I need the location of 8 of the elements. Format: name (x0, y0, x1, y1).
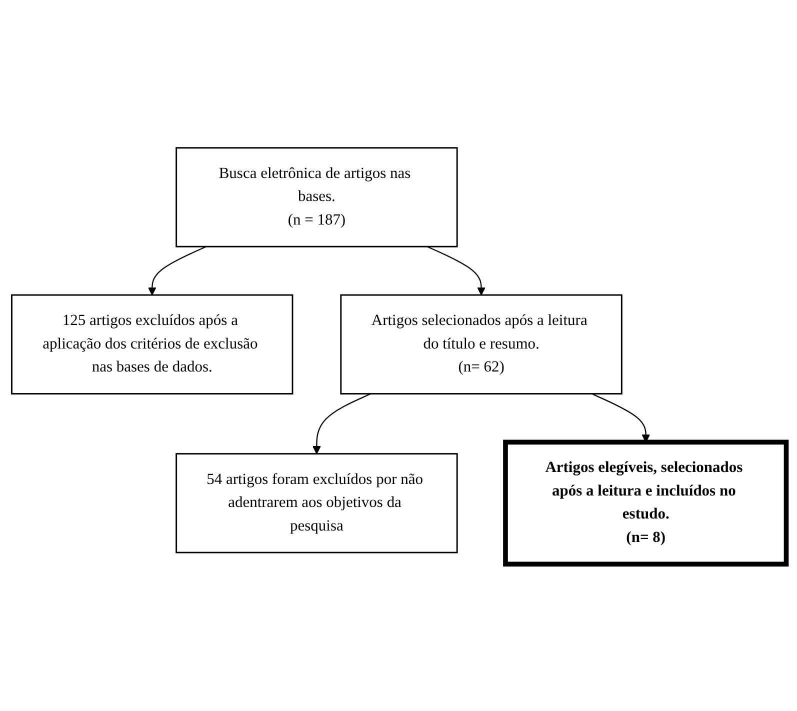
arrow (147, 246, 206, 295)
node-box: Artigos selecionados após a leitura do título e resumo. (n= 62) (340, 294, 622, 394)
arrow (312, 392, 371, 454)
node-box: 54 artigos foram excluídos por não adentrarem aos objetivos da pesquisa (175, 452, 458, 553)
node-box: 125 artigos excluídos após a aplicação dos critérios de exclusão nas bases de dados. (10, 294, 293, 394)
node-box: Artigos elegíveis, selecionados após a leitura e incluídos no estudo. (n= 8) (502, 439, 788, 566)
node-box: Busca eletrônica de artigos nas bases. (n = 187) (175, 146, 458, 247)
arrow (426, 246, 486, 295)
